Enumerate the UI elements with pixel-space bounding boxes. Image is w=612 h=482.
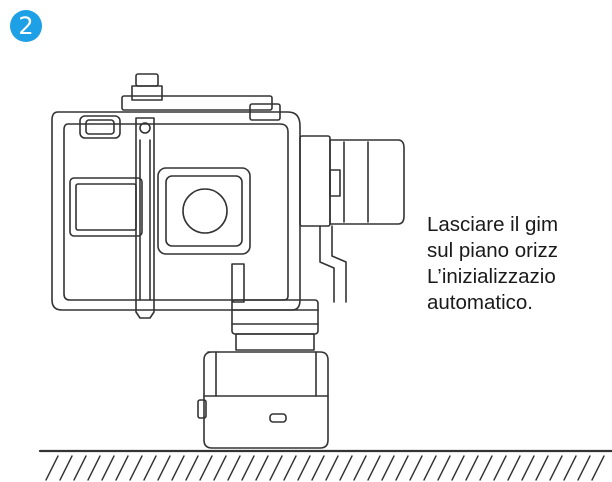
step-number-badge: 2 — [10, 10, 42, 42]
instruction-line: L’inizializzazio — [427, 265, 556, 288]
hatch-mark — [325, 455, 339, 481]
hatch-mark — [563, 455, 577, 481]
camera-lens — [182, 188, 228, 234]
hatch-mark — [311, 455, 325, 481]
latch-arm — [135, 117, 155, 319]
hatch-mark — [199, 455, 213, 481]
hatch-mark — [129, 455, 143, 481]
hatch-mark — [591, 455, 605, 481]
hatch-mark — [269, 455, 283, 481]
ground-hatching — [45, 455, 605, 481]
hatch-mark — [465, 455, 479, 481]
front-display-screen — [75, 183, 137, 231]
hatch-mark — [73, 455, 87, 481]
hatch-mark — [535, 455, 549, 481]
instruction-line: Lasciare il gim — [427, 213, 559, 236]
roll-motor — [329, 139, 405, 225]
hatch-mark — [353, 455, 367, 481]
camera-housing-inner — [63, 123, 289, 301]
hatch-mark — [395, 455, 409, 481]
hatch-mark — [241, 455, 255, 481]
hatch-mark — [451, 455, 465, 481]
hatch-mark — [283, 455, 297, 481]
base-port — [269, 413, 287, 423]
hatch-mark — [143, 455, 157, 481]
hatch-mark — [507, 455, 521, 481]
roll-motor-mount — [299, 135, 331, 227]
hatch-mark — [255, 455, 269, 481]
pitch-motor — [231, 299, 319, 335]
hatch-mark — [185, 455, 199, 481]
hatch-mark — [87, 455, 101, 481]
top-mount — [131, 85, 163, 101]
hatch-mark — [297, 455, 311, 481]
hatch-mark — [157, 455, 171, 481]
hatch-mark — [521, 455, 535, 481]
hatch-mark — [227, 455, 241, 481]
front-display — [69, 177, 143, 237]
hatch-mark — [213, 455, 227, 481]
instruction-line: automatico. — [427, 291, 533, 314]
hatch-mark — [45, 455, 59, 481]
hatch-mark — [549, 455, 563, 481]
lens-housing — [157, 167, 251, 255]
hatch-mark — [115, 455, 129, 481]
hatch-mark — [59, 455, 73, 481]
top-knob — [135, 73, 159, 87]
hatch-mark — [171, 455, 185, 481]
shutter-button — [79, 115, 121, 139]
hatch-mark — [409, 455, 423, 481]
hatch-mark — [493, 455, 507, 481]
vertical-arm — [319, 225, 335, 303]
housing-top-bar — [121, 95, 273, 111]
hatch-mark — [367, 455, 381, 481]
hatch-mark — [381, 455, 395, 481]
hatch-mark — [577, 455, 591, 481]
hatch-mark — [101, 455, 115, 481]
instruction-line: sul piano orizz — [427, 239, 559, 262]
instruction-text: Lasciare il gim sul piano orizz L’inizia… — [427, 212, 612, 342]
hatch-mark — [479, 455, 493, 481]
gimbal-base — [203, 351, 329, 449]
hatch-mark — [437, 455, 451, 481]
hatch-mark — [423, 455, 437, 481]
hatch-mark — [339, 455, 353, 481]
pitch-arm — [231, 263, 245, 303]
camera-housing — [51, 111, 301, 311]
